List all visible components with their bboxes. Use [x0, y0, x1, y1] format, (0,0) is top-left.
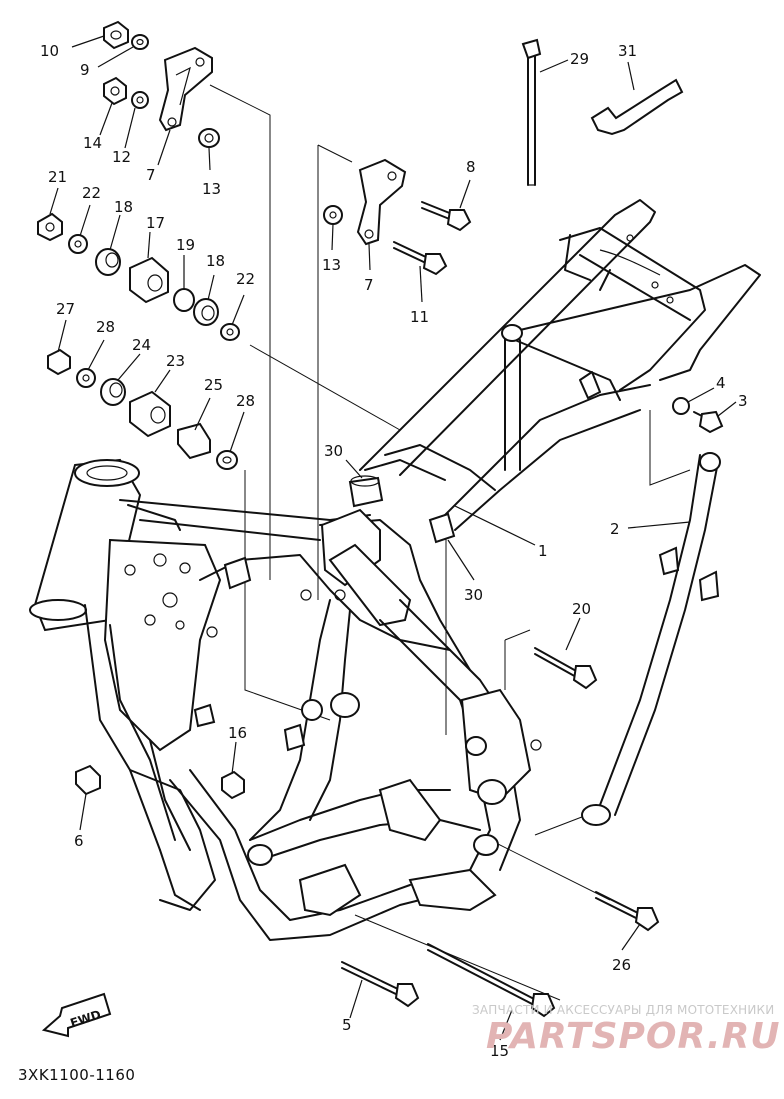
clamp-part-30-upper	[348, 475, 384, 508]
callout-15: 15	[490, 1042, 509, 1060]
rear-side-strut-part-2	[581, 452, 721, 826]
washer-part-22-upper	[68, 234, 88, 254]
nut-part-14	[103, 76, 127, 106]
nut-part-10	[103, 20, 129, 50]
bracket-part-7-lower	[356, 158, 407, 246]
callout-10: 10	[40, 42, 59, 60]
washer-part-22-right	[220, 323, 240, 341]
callout-26: 26	[612, 956, 631, 974]
tool-parts	[521, 38, 684, 186]
bolt-part-20	[534, 647, 598, 690]
diagram-code: 3XK1100-1160	[18, 1066, 136, 1084]
damper-part-23	[129, 390, 171, 438]
guide-lines	[209, 84, 691, 1001]
nut-part-21	[37, 212, 63, 242]
callout-5: 5	[342, 1016, 352, 1034]
long-bolts	[75, 647, 660, 1018]
callout-18-right: 18	[206, 252, 225, 270]
callout-19: 19	[176, 236, 195, 254]
callout-23: 23	[166, 352, 185, 370]
bracket-part-7-upper	[158, 46, 213, 132]
callout-6: 6	[74, 832, 84, 850]
callout-1: 1	[538, 542, 548, 560]
callout-numbers: 10 9 14 12 7 13 21 22 18 17 19 18 22 27 …	[40, 42, 748, 1060]
callout-22-right: 22	[236, 270, 255, 288]
spacer-part-19	[173, 288, 195, 312]
callout-27: 27	[56, 300, 75, 318]
bolt-part-3	[693, 410, 724, 434]
callout-2: 2	[610, 520, 620, 538]
washer-part-9	[131, 34, 149, 50]
callout-7-lower: 7	[364, 276, 374, 294]
collar-part-24	[100, 378, 126, 406]
main-frame	[29, 458, 542, 941]
bolt-parts-3-4	[672, 397, 724, 434]
cable-tie-part-29	[521, 38, 542, 186]
clamp-part-30-lower	[428, 512, 456, 544]
washer-part-12	[131, 91, 149, 109]
callout-17: 17	[146, 214, 165, 232]
callout-3: 3	[738, 392, 748, 410]
callout-29: 29	[570, 50, 589, 68]
callout-22-upper: 22	[82, 184, 101, 202]
wrench-part-31	[590, 78, 684, 136]
callout-13-upper: 13	[202, 180, 221, 198]
bolt-part-5	[341, 961, 420, 1008]
washer-part-28-right	[216, 450, 238, 470]
callout-24: 24	[132, 336, 151, 354]
callout-30-upper: 30	[324, 442, 343, 460]
callout-20: 20	[572, 600, 591, 618]
washer-part-13-lower	[323, 205, 343, 225]
collar-part-18-upper	[95, 248, 121, 276]
nut-part-27	[47, 348, 71, 376]
callout-13-lower: 13	[322, 256, 341, 274]
watermark-logo: PARTSPOR.RU	[486, 1016, 781, 1057]
bolt-part-8	[421, 201, 472, 232]
washer-part-28-left	[76, 368, 96, 388]
leader-lines	[49, 35, 737, 1041]
clamp-parts	[348, 475, 456, 544]
nut-part-16	[221, 770, 245, 800]
callout-11: 11	[410, 308, 429, 326]
callout-18-upper: 18	[114, 198, 133, 216]
bolt-part-11	[393, 241, 448, 276]
washer-part-4	[672, 397, 690, 415]
bolt-part-15	[427, 943, 556, 1018]
callout-28-right: 28	[236, 392, 255, 410]
callout-8: 8	[466, 158, 476, 176]
callout-14: 14	[83, 134, 102, 152]
callout-31: 31	[618, 42, 637, 60]
spacer-part-25	[177, 422, 211, 460]
upper-mount-parts	[323, 158, 472, 276]
callout-21: 21	[48, 168, 67, 186]
nut-part-6	[75, 764, 101, 796]
watermark-tagline: ЗАПЧАСТИ И АКСЕССУАРЫ ДЛЯ МОТОТЕХНИКИ	[472, 1003, 775, 1017]
callout-16: 16	[228, 724, 247, 742]
bolt-part-26	[595, 891, 660, 932]
rear-subframe	[359, 199, 761, 531]
forward-arrow-icon: FWD	[41, 992, 112, 1038]
callout-7-upper: 7	[146, 166, 156, 184]
collar-part-18-right	[193, 298, 219, 326]
callout-30-lower: 30	[464, 586, 483, 604]
washer-part-13-upper	[198, 128, 220, 148]
callout-25: 25	[204, 376, 223, 394]
callout-28-left: 28	[96, 318, 115, 336]
callout-12: 12	[112, 148, 131, 166]
callout-4: 4	[716, 374, 726, 392]
damper-part-17	[129, 256, 169, 304]
callout-9: 9	[80, 61, 90, 79]
hardware-parts	[37, 20, 240, 470]
